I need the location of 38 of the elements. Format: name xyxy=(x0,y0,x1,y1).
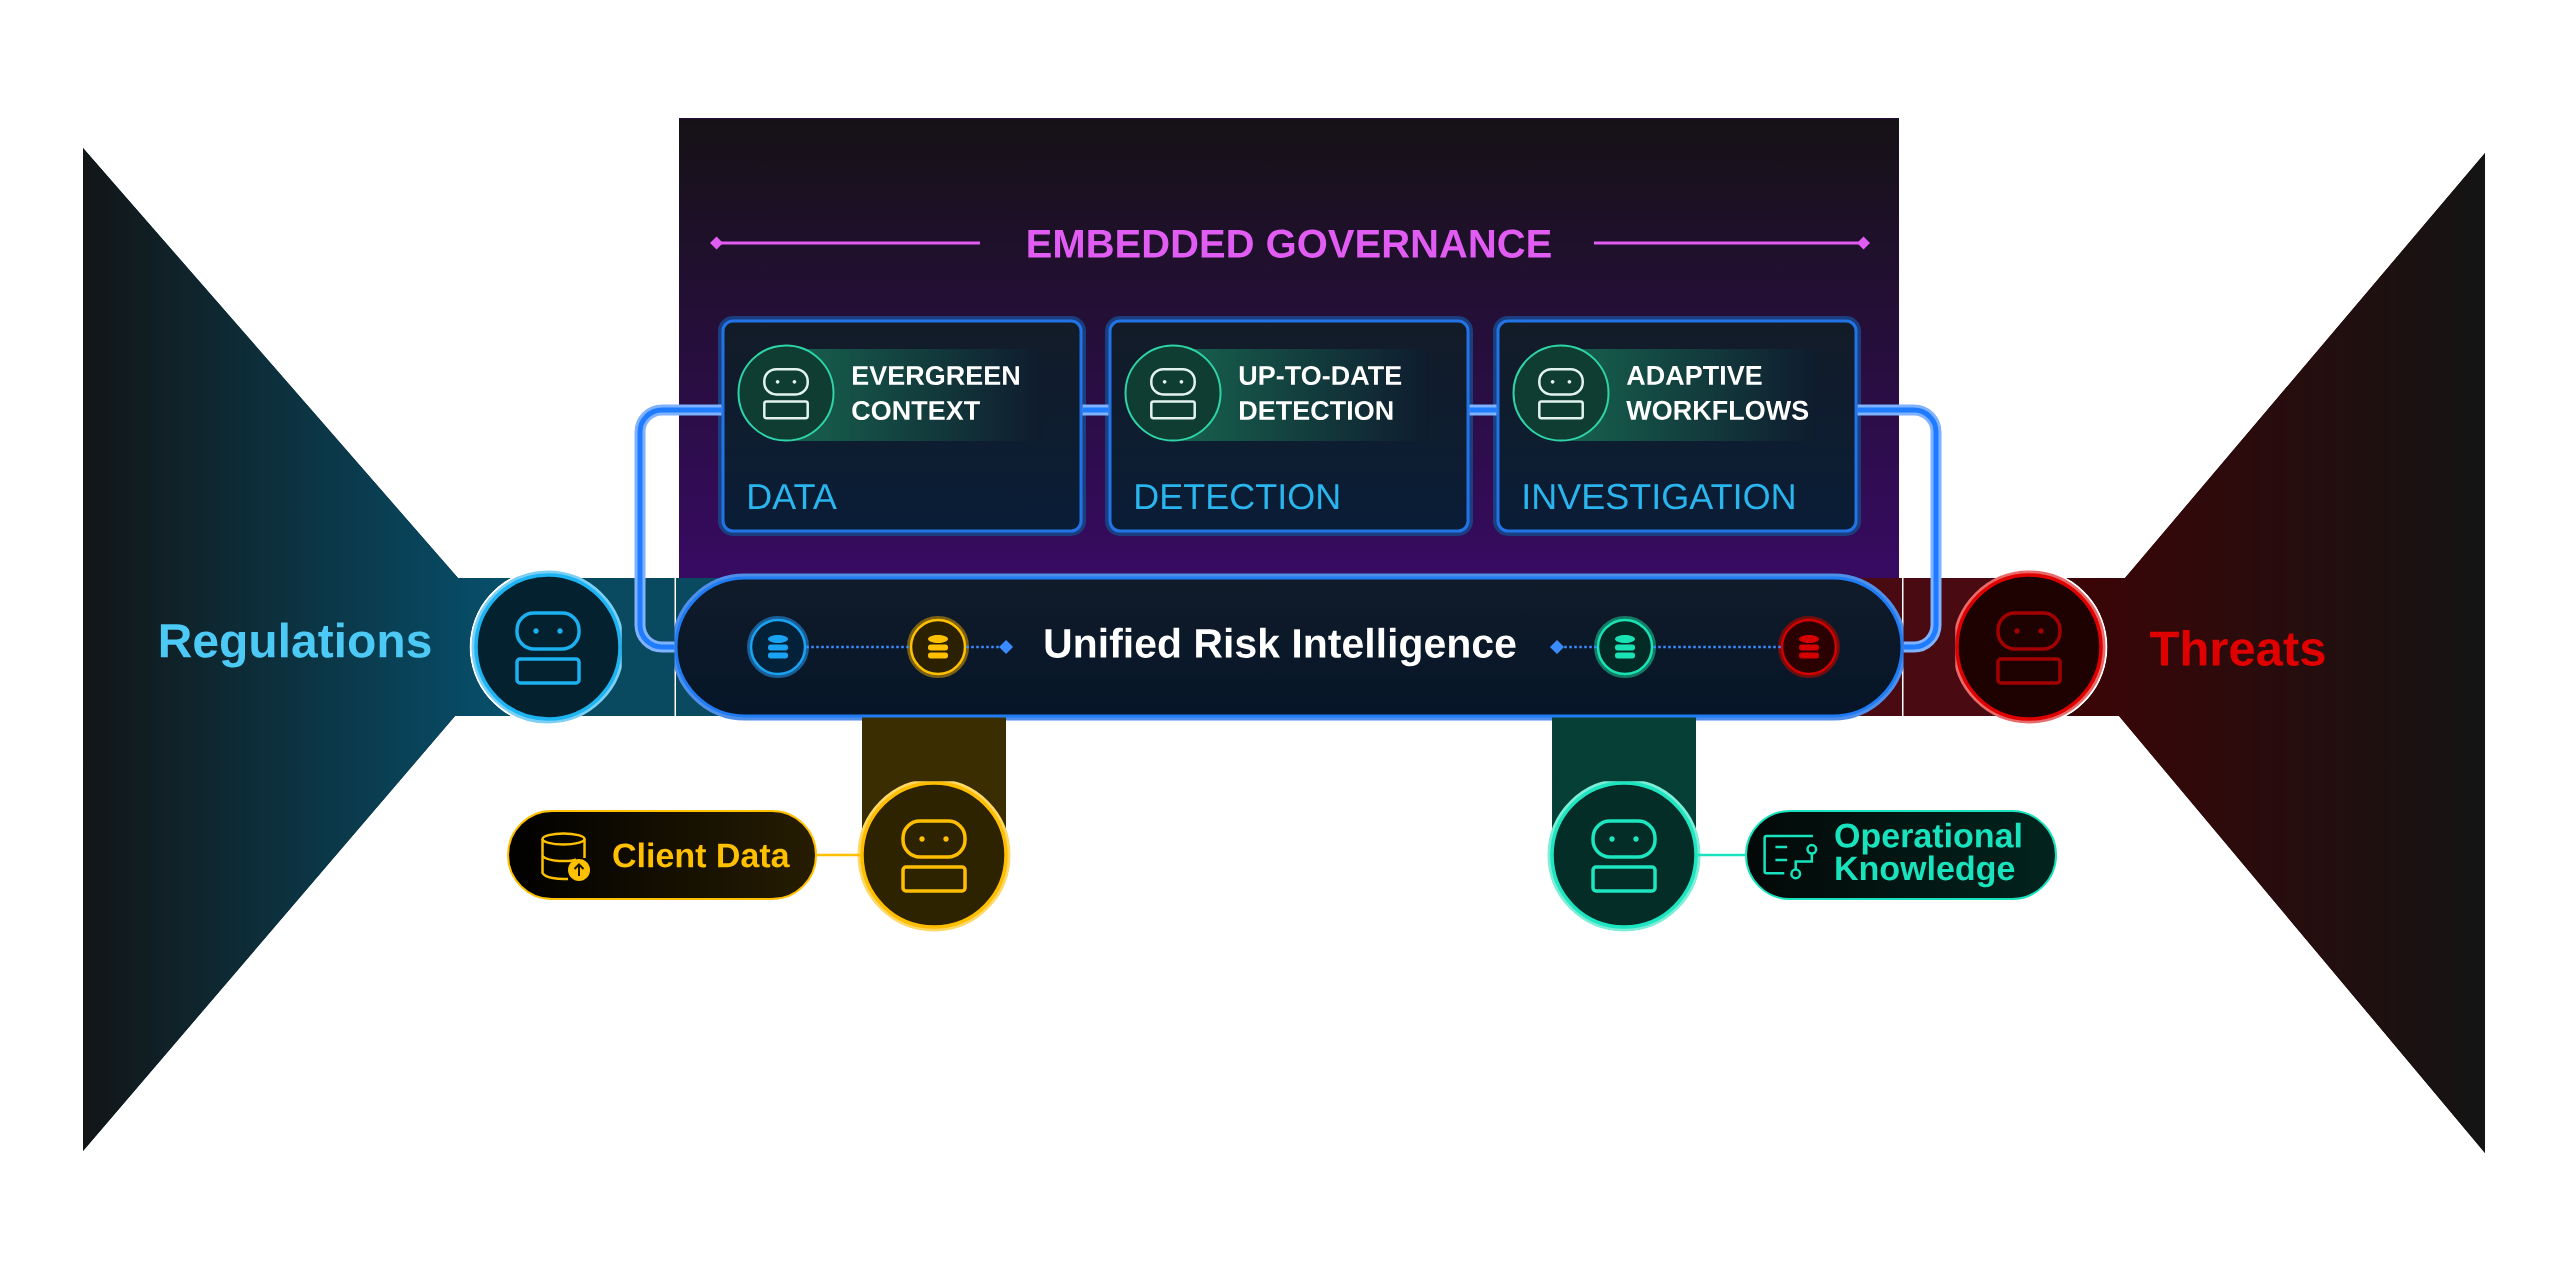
source-pill: Client Data xyxy=(507,810,817,900)
connector-band xyxy=(862,717,1006,782)
dotted-line xyxy=(806,645,910,649)
robot-icon xyxy=(471,570,625,724)
database-icon xyxy=(747,616,809,678)
funnel-shape xyxy=(2066,153,2485,1153)
robot-icon xyxy=(1547,778,1701,932)
stage-card xyxy=(1105,316,1473,536)
dotted-line xyxy=(966,640,1013,654)
database-icon xyxy=(1594,616,1656,678)
dotted-line xyxy=(1550,640,1597,654)
connector-line xyxy=(634,404,722,653)
card-heading: UP-TO-DATE DETECTION xyxy=(1239,365,1402,421)
database-icon xyxy=(907,616,969,678)
funnel-label: Threats xyxy=(2150,630,2325,666)
connector-line xyxy=(817,853,861,857)
funnel-label: Regulations xyxy=(160,622,431,668)
stage-label: INVESTIGATION xyxy=(1524,483,1794,510)
funnel-shape xyxy=(83,148,511,1151)
connector-line xyxy=(1469,404,1497,416)
stage-label: DETECTION xyxy=(1136,483,1339,510)
connector-line xyxy=(1697,853,1745,857)
card-heading: EVERGREEN CONTEXT xyxy=(852,365,1019,421)
connector-band xyxy=(1552,717,1696,782)
capsule-bar: Unified Risk Intelligence xyxy=(671,573,1907,721)
stage-card xyxy=(718,316,1086,536)
stage-card xyxy=(1493,316,1861,536)
connector-band xyxy=(621,578,675,716)
connector-line xyxy=(1082,404,1109,416)
card-heading: ADAPTIVE WORKFLOWS xyxy=(1626,366,1809,420)
connector-line xyxy=(1857,404,1942,653)
connector-band xyxy=(1903,578,1956,716)
source-pill: Operational Knowledge xyxy=(1745,810,2057,900)
database-icon xyxy=(1778,616,1840,678)
robot-icon xyxy=(1952,570,2106,724)
stage-label: DATA xyxy=(749,484,837,509)
robot-icon xyxy=(857,778,1011,932)
dotted-line xyxy=(1653,645,1781,649)
